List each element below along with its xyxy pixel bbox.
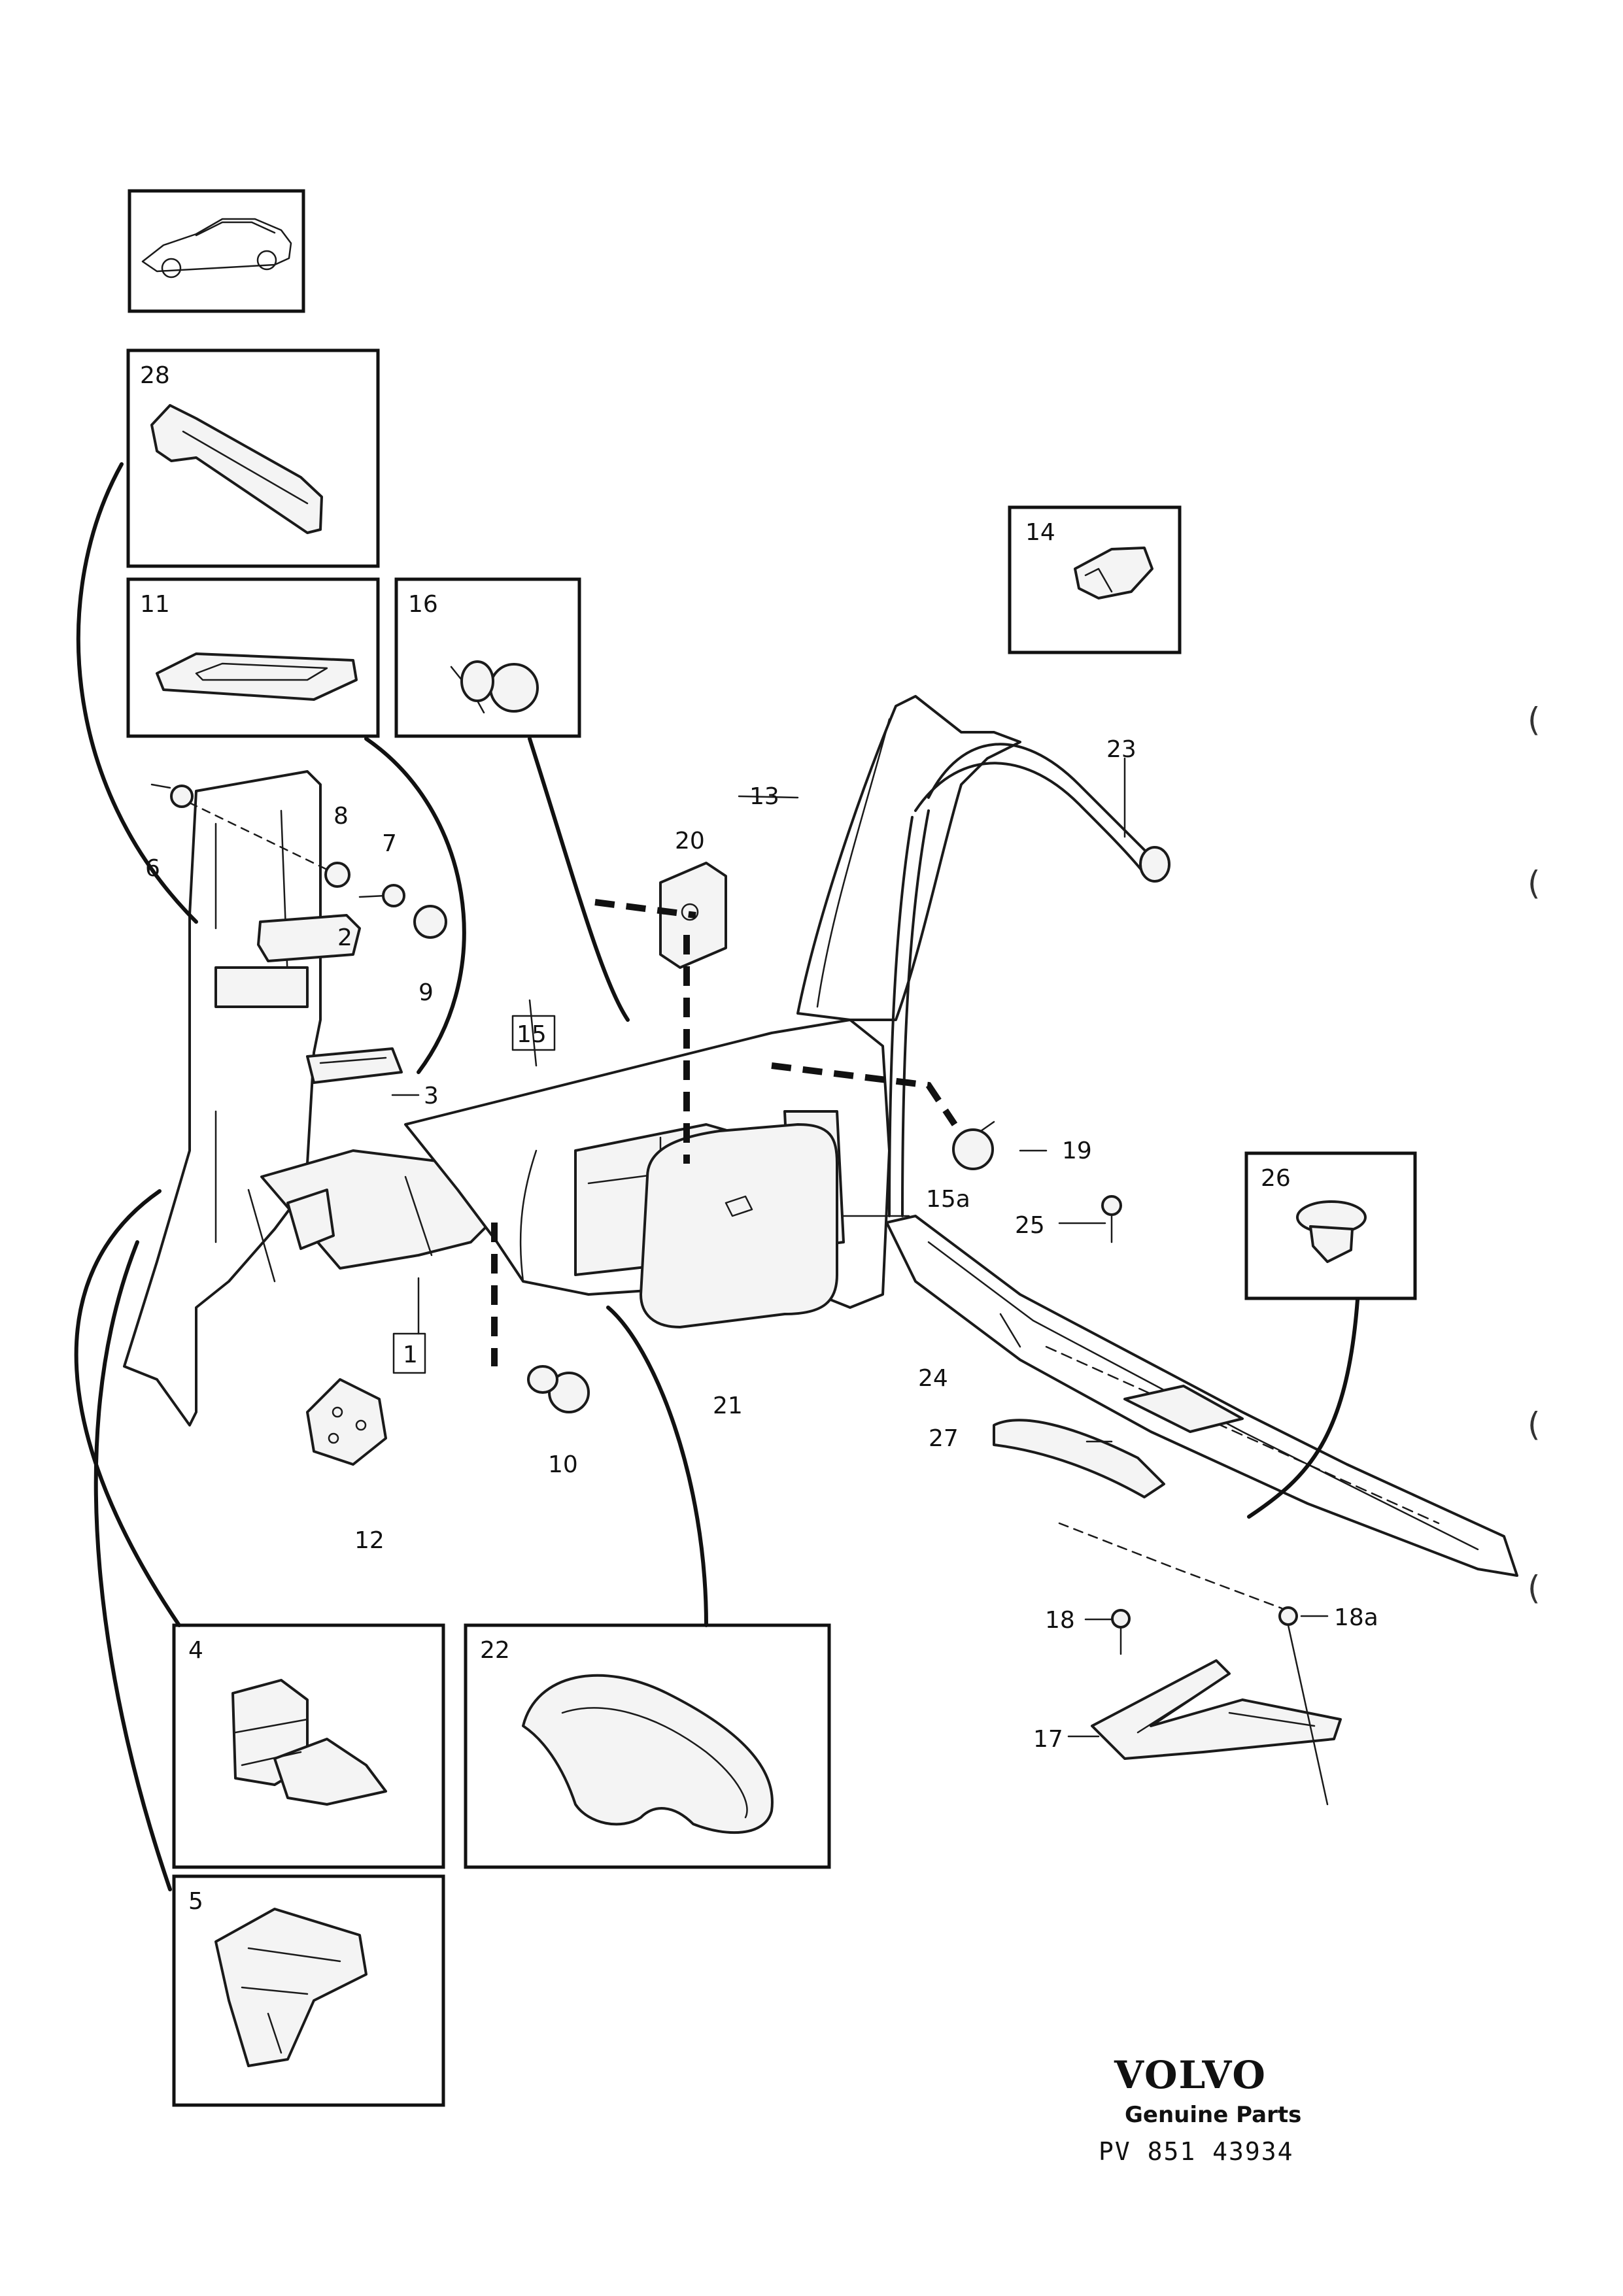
- part-10-clip: [527, 1365, 590, 1413]
- part-4-box: 4: [172, 1623, 445, 1869]
- part-24-sill-plate: [885, 1215, 1518, 1577]
- quarter-trim-assembly: [123, 770, 498, 1427]
- callout-18: 18: [1045, 1607, 1075, 1634]
- callout-23: 23: [1106, 736, 1136, 763]
- part-4-clip: [231, 1679, 387, 1806]
- margin-mark-2: (: [1528, 864, 1541, 902]
- callout-13: 13: [749, 783, 779, 810]
- callout-9: 9: [419, 979, 434, 1006]
- callout-26: 26: [1261, 1165, 1291, 1192]
- margin-mark-1: (: [1528, 701, 1541, 739]
- part-27-strip: [993, 1419, 1283, 1610]
- callout-21: 21: [713, 1393, 743, 1419]
- part-14-box: 14: [1008, 505, 1182, 654]
- margin-marks: ( ( ( (: [1528, 701, 1541, 1607]
- callout-10: 10: [548, 1451, 578, 1478]
- callout-20: 20: [675, 828, 705, 854]
- part-18a-screw: [1278, 1606, 1329, 1806]
- part-17-bracket: [1091, 1659, 1342, 1760]
- callout-15: 15: [517, 1021, 547, 1048]
- callout-14: 14: [1025, 519, 1055, 546]
- part-11-box: 11: [126, 577, 380, 738]
- part-26-clip: [1296, 1200, 1367, 1263]
- callout-3: 3: [424, 1083, 439, 1109]
- callout-7: 7: [382, 830, 397, 857]
- car-thumbnail-icon: [141, 218, 292, 279]
- part-19-cap: [952, 1121, 995, 1170]
- volvo-logo: VOLVO: [1114, 2053, 1267, 2097]
- part-number: PV 851 43934: [1099, 2137, 1294, 2166]
- callout-28: 28: [140, 362, 170, 389]
- part-9-cap: [413, 905, 447, 939]
- callout-6: 6: [145, 855, 160, 882]
- callout-17: 17: [1033, 1726, 1063, 1753]
- leader-lines: [74, 462, 1359, 1891]
- vehicle-reference-box: [128, 189, 305, 313]
- part-14-clip: [1074, 547, 1153, 599]
- brand-block: VOLVO Genuine Parts PV 851 43934: [1099, 2053, 1301, 2166]
- callout-12: 12: [354, 1527, 384, 1554]
- part-2-grab-handle: [257, 914, 361, 962]
- part-18-screw: [1111, 1609, 1131, 1655]
- part-5-box: 5: [172, 1874, 445, 2107]
- part-28-box: 28: [126, 348, 380, 568]
- callout-1: 1: [403, 1342, 418, 1368]
- callout-16: 16: [408, 591, 438, 618]
- part-3-vent: [306, 1047, 403, 1084]
- callout-5: 5: [188, 1888, 203, 1915]
- callout-11: 11: [140, 591, 170, 618]
- part-28-trim: [150, 404, 323, 534]
- callout-8: 8: [333, 803, 349, 830]
- part-16-box: 16: [394, 577, 581, 738]
- margin-mark-4: (: [1528, 1569, 1541, 1607]
- callout-27: 27: [929, 1425, 959, 1452]
- callout-22: 22: [480, 1637, 510, 1664]
- margin-mark-3: (: [1528, 1406, 1541, 1443]
- part-5-clip: [214, 1908, 367, 2067]
- part-7-screw: [358, 884, 405, 907]
- part-13-pillar-trim: [796, 695, 1021, 1021]
- part-22-wheel-arch: [522, 1674, 774, 1834]
- callout-4: 4: [188, 1637, 203, 1664]
- part-22-box: 22: [464, 1623, 831, 1869]
- part-11-vent: [156, 652, 358, 701]
- part-6-screw: [150, 783, 194, 808]
- callout-15a: 15a: [926, 1186, 970, 1213]
- part-21-cover: [640, 1123, 838, 1328]
- callout-18a: 18a: [1334, 1604, 1378, 1631]
- part-23-seal: [888, 743, 1170, 1217]
- part-26-box: 26: [1244, 1151, 1417, 1300]
- part-25-screw: [1101, 1195, 1122, 1243]
- callout-19: 19: [1062, 1138, 1092, 1164]
- genuine-parts-tagline: Genuine Parts: [1125, 2102, 1301, 2128]
- callout-25: 25: [1015, 1212, 1045, 1239]
- part-16-clip: [450, 660, 539, 714]
- callout-2: 2: [337, 924, 352, 951]
- part-8-washer: [324, 862, 350, 888]
- callout-24: 24: [918, 1365, 948, 1392]
- callout-labels: 1 2 3 6 7 8 9 10 12 13 15 15a 17 18 18a …: [145, 736, 1378, 1753]
- part-12-bracket: [306, 1378, 387, 1466]
